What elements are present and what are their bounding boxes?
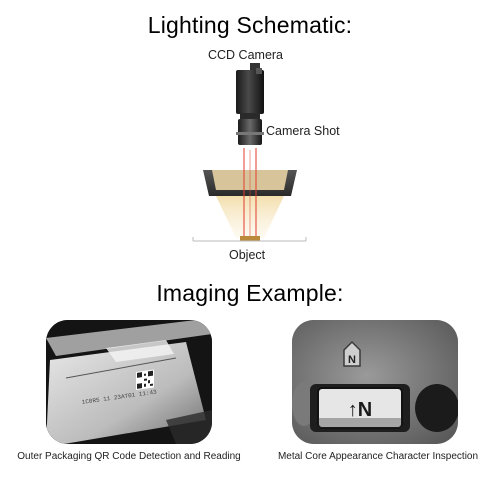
object-stage (192, 236, 307, 242)
qr-code-example-image: 1C0R5 11 23AT01 11:43 (46, 320, 212, 444)
camera-shot-label: Camera Shot (266, 124, 340, 138)
ccd-camera (236, 63, 264, 114)
svg-text:↑N: ↑N (348, 399, 372, 421)
qr-code-example-caption: Outer Packaging QR Code Detection and Re… (17, 451, 241, 462)
metal-core-example-image: N ↑N (292, 320, 458, 444)
light-rays (243, 148, 257, 238)
camera-lens (236, 113, 264, 145)
object-label: Object (229, 248, 266, 262)
large-n-marking: ↑N (310, 384, 410, 432)
imaging-example-title: Imaging Example: (156, 280, 344, 306)
object-sample (240, 236, 260, 241)
lighting-schematic-title: Lighting Schematic: (147, 12, 353, 38)
small-n-marking: N (343, 340, 361, 367)
metal-core-example-caption: Metal Core Appearance Character Inspecti… (277, 451, 479, 462)
svg-text:N: N (348, 354, 356, 366)
ccd-camera-label: CCD Camera (208, 48, 284, 62)
dark-hole-right (415, 384, 458, 432)
qr-code (136, 369, 154, 390)
lighting-schematic-diagram (192, 63, 307, 242)
